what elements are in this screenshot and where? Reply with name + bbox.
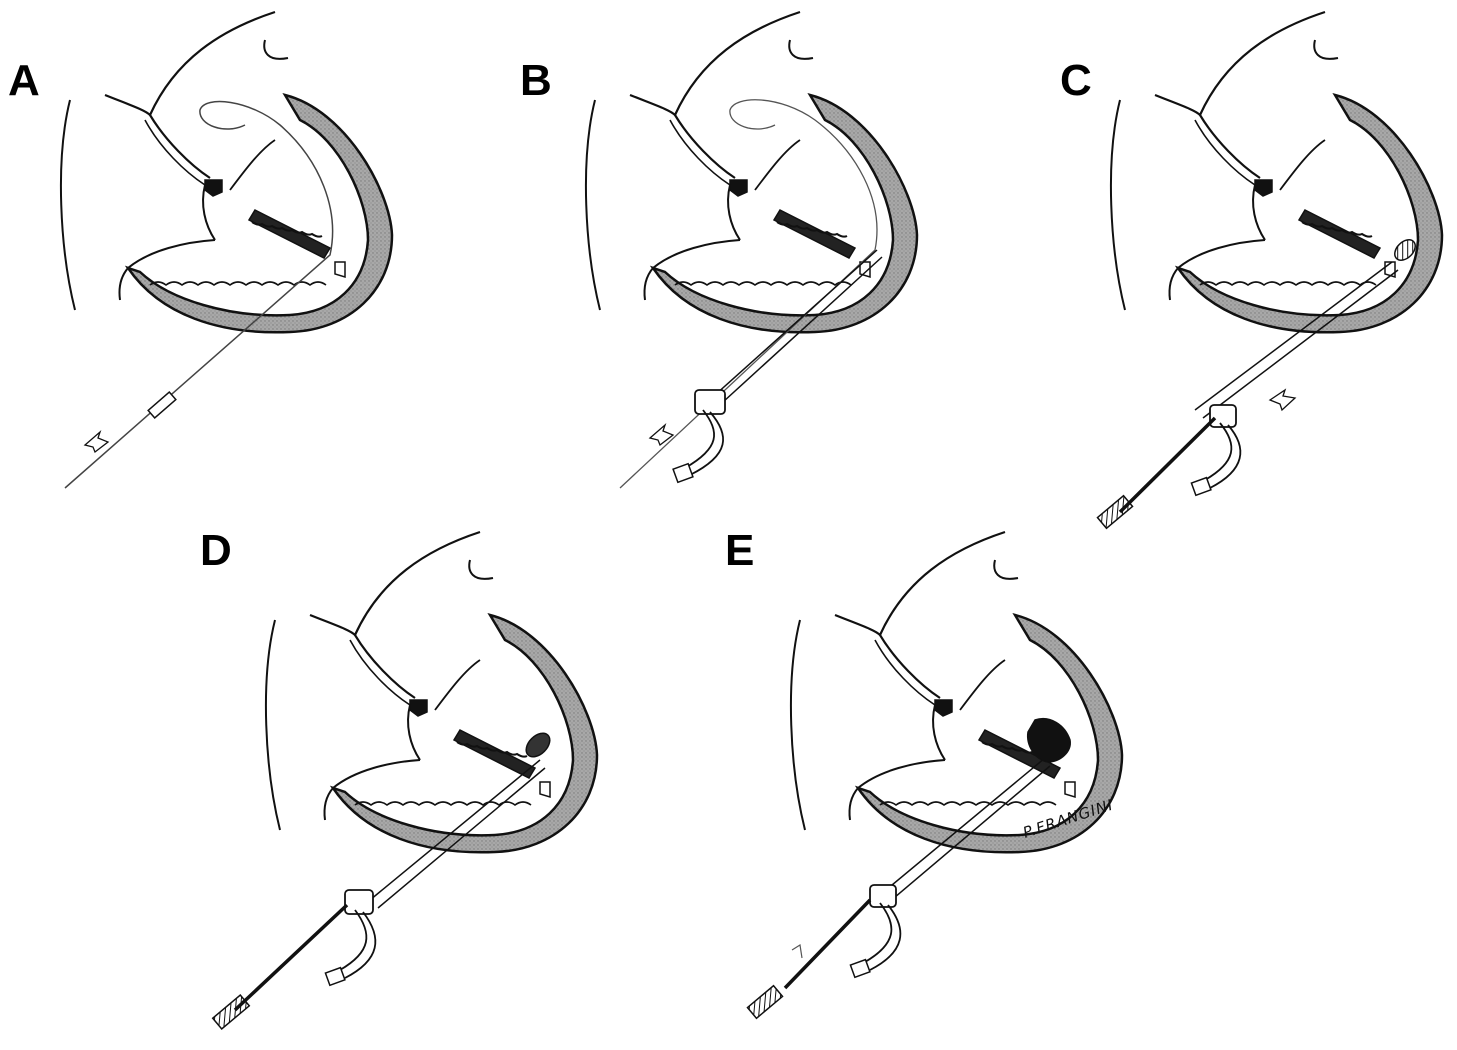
occluder-disc bbox=[1394, 239, 1416, 261]
panel-b: B bbox=[520, 10, 919, 489]
panel-c: C bbox=[1060, 10, 1444, 530]
catheter-hub bbox=[344, 889, 374, 915]
direction-arrow-icon bbox=[1268, 388, 1297, 412]
delivery-cable-handle bbox=[1096, 494, 1134, 530]
panel-label-a: A bbox=[8, 56, 40, 105]
panel-a: A bbox=[8, 10, 394, 489]
catheter-hub bbox=[1209, 404, 1237, 428]
panel-label-b: B bbox=[520, 56, 552, 105]
panel-label-e: E bbox=[725, 526, 754, 575]
delivery-cable-handle bbox=[211, 994, 251, 1030]
panel-label-c: C bbox=[1060, 56, 1092, 105]
panel-label-d: D bbox=[200, 526, 232, 575]
deployed-occluder bbox=[1027, 718, 1071, 763]
direction-arrow-icon bbox=[83, 429, 110, 454]
sheath bbox=[147, 390, 177, 420]
panel-d: D bbox=[200, 526, 599, 1030]
catheter-hub bbox=[869, 884, 897, 908]
guidewire bbox=[64, 100, 334, 489]
panel-e: E P.FRANGINI bbox=[725, 526, 1124, 1020]
catheter-hub bbox=[694, 389, 726, 415]
delivery-cable-handle bbox=[746, 984, 784, 1020]
guidewire bbox=[619, 99, 878, 489]
direction-arrow-icon bbox=[648, 422, 675, 447]
occluder-disc bbox=[525, 732, 551, 758]
